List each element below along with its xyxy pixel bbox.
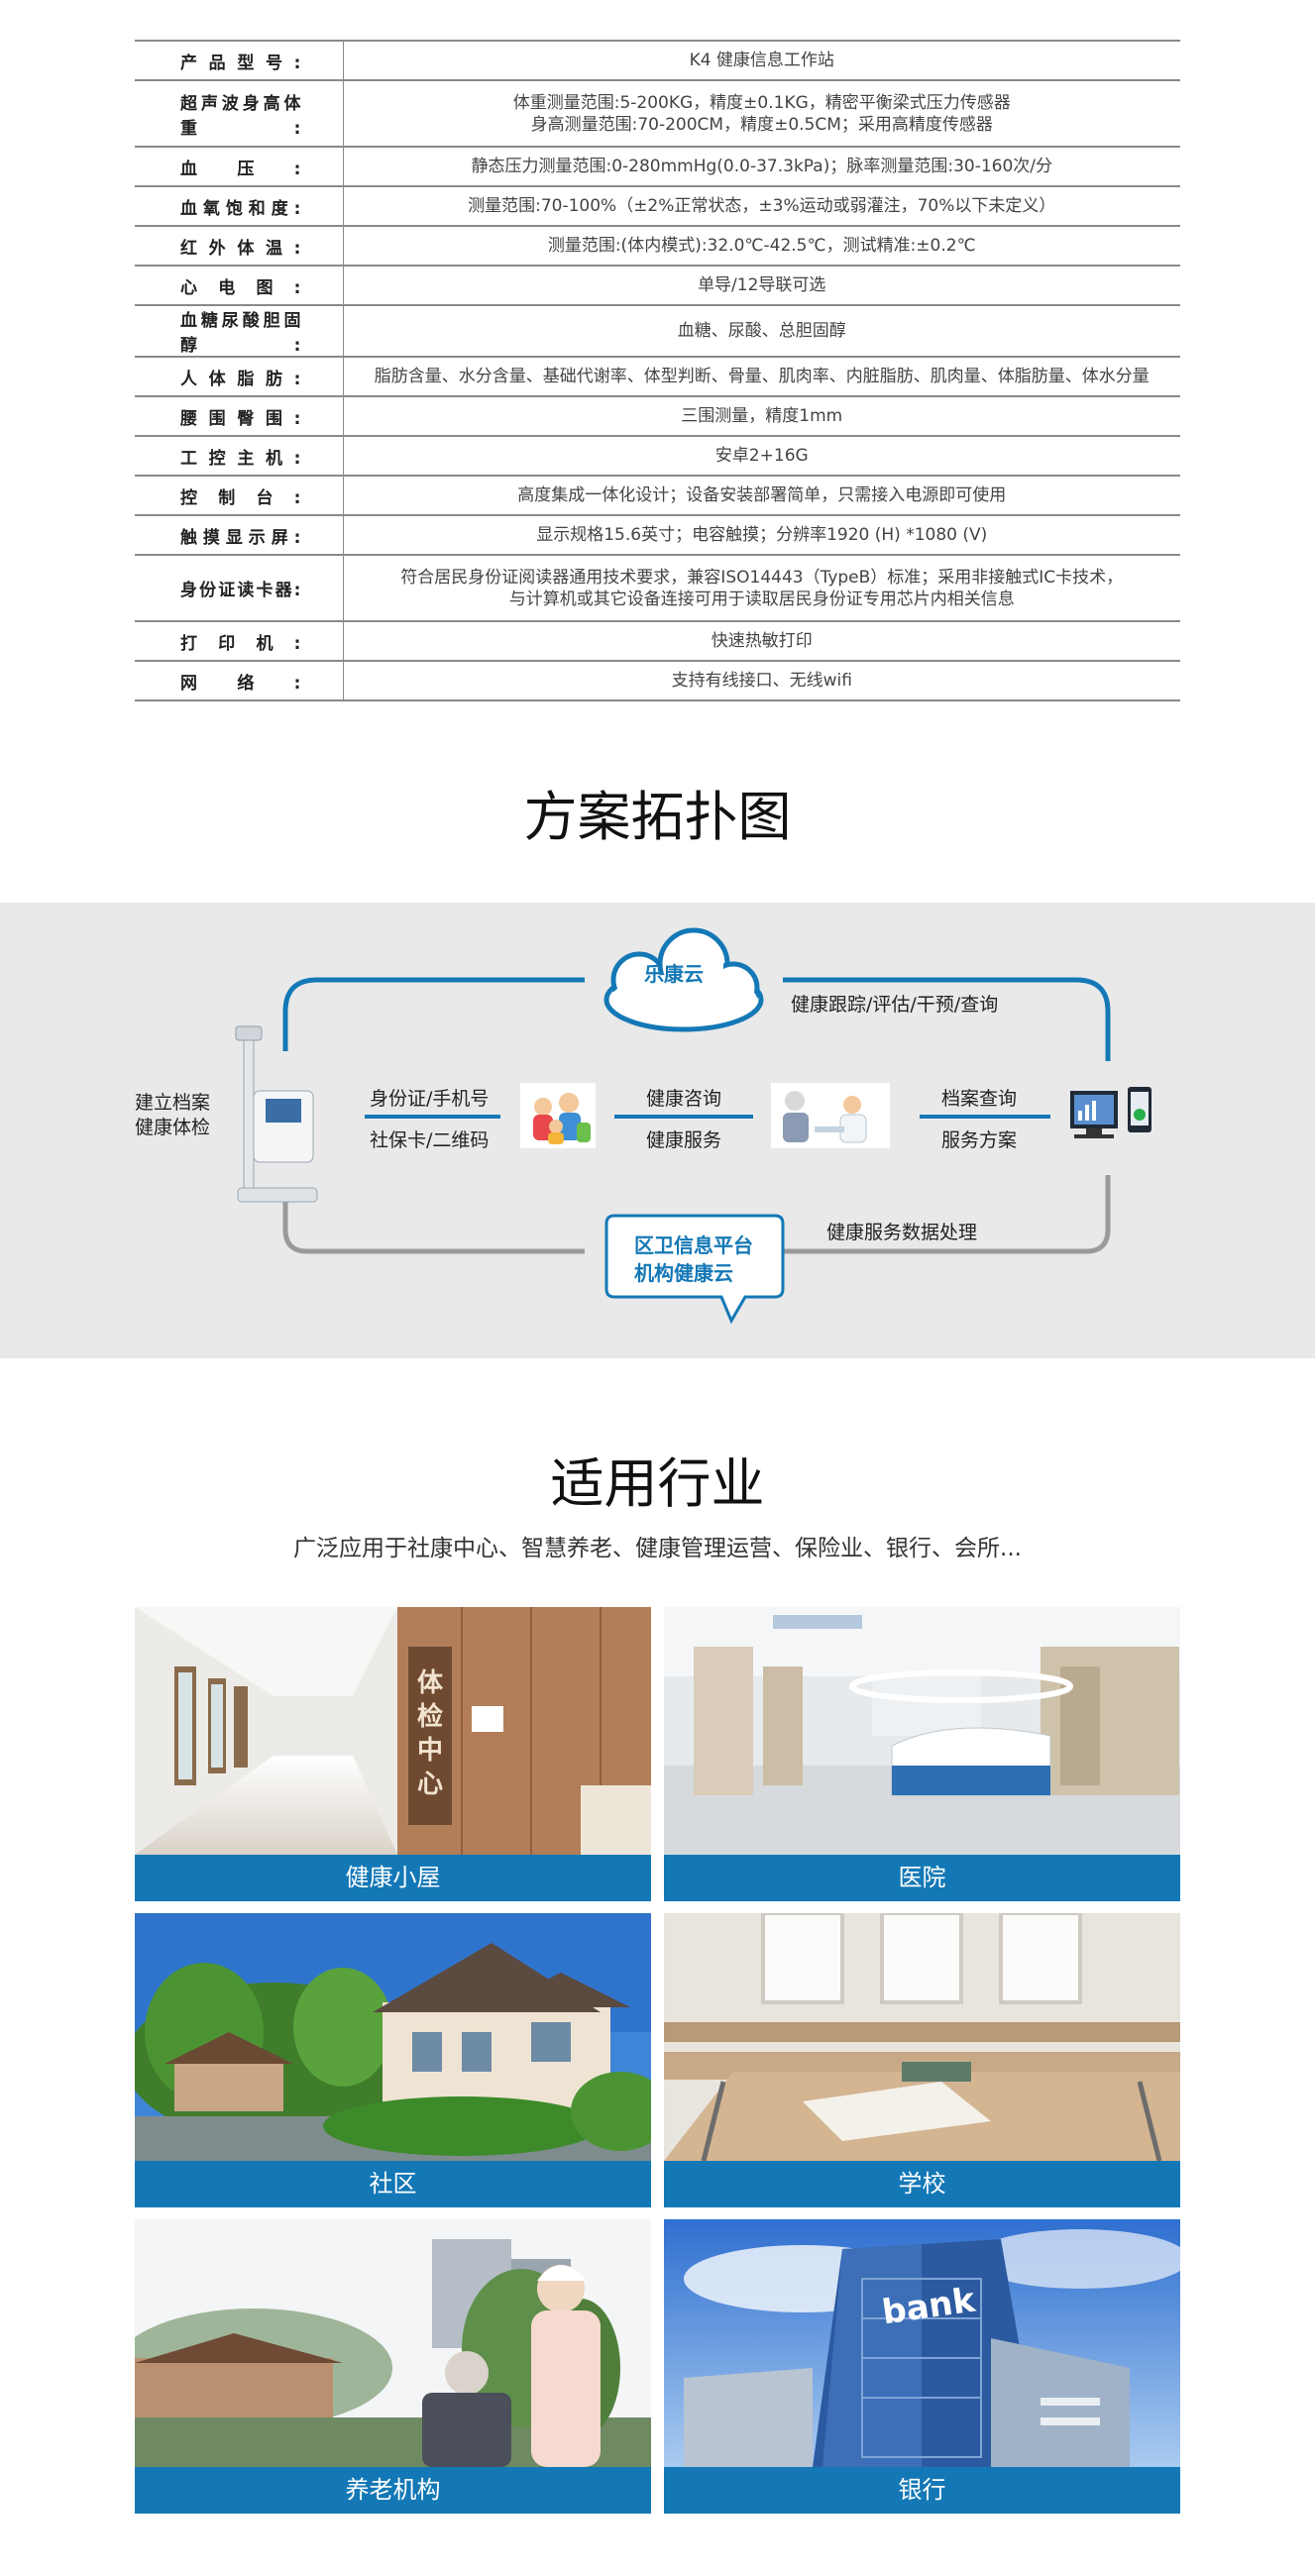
computer-phone-icon xyxy=(1070,1087,1151,1138)
school-image xyxy=(664,1913,1180,2161)
spec-row: 触摸显示屏: 显示规格15.6英寸；电容触摸；分辨率1920 (H) *1080… xyxy=(135,515,1180,556)
industry-card-label: 银行 xyxy=(664,2467,1180,2514)
spec-value: 血糖、尿酸、总胆固醇 xyxy=(343,305,1180,358)
industry-card: 医院 xyxy=(664,1607,1180,1901)
id-phone-label: 身份证/手机号 xyxy=(370,1088,490,1110)
health-consult-label: 健康咨询 xyxy=(646,1088,722,1110)
spec-row: 血压: 静态压力测量范围:0-280mmHg(0.0-37.3kPa)；脉率测量… xyxy=(135,147,1180,187)
spec-value: 体重测量范围:5-200KG，精度±0.1KG，精密平衡梁式压力传感器 身高测量… xyxy=(343,80,1180,148)
hospital-image xyxy=(664,1607,1180,1855)
spec-value-line: 身高测量范围:70-200CM，精度±0.5CM；采用高精度传感器 xyxy=(530,114,993,135)
health-hut-image xyxy=(135,1607,651,1855)
spec-row: 人体脂肪: 脂肪含量、水分含量、基础代谢率、体型判断、骨量、肌肉率、内脏脂肪、肌… xyxy=(135,357,1180,397)
spec-value-line: 与计算机或其它设备连接可用于读取居民身份证专用芯片内相关信息 xyxy=(508,589,1015,609)
spec-row: 红外体温: 测量范围:(体内模式):32.0℃-42.5℃，测试精准:±0.2℃ xyxy=(135,226,1180,267)
spec-value: 显示规格15.6英寸；电容触摸；分辨率1920 (H) *1080 (V) xyxy=(343,515,1180,556)
spec-key: 人体脂肪: xyxy=(135,357,344,397)
spec-value: 三围测量，精度1mm xyxy=(343,396,1180,437)
topology-diagram: 乐康云 健康跟踪/评估/干预/查询 建立档案 健康体检 身份证/手机号 社保卡/… xyxy=(0,903,1315,1358)
spec-key: 超声波身高体重: xyxy=(135,80,344,148)
industry-card-label: 学校 xyxy=(664,2161,1180,2207)
industry-card: bank 银行 xyxy=(664,2219,1180,2514)
community-image xyxy=(135,1913,651,2161)
industry-card-label: 医院 xyxy=(664,1855,1180,1901)
industry-card-label: 养老机构 xyxy=(135,2467,651,2514)
social-card-label: 社保卡/二维码 xyxy=(370,1129,490,1151)
spec-value: 脂肪含量、水分含量、基础代谢率、体型判断、骨量、肌肉率、内脏脂肪、肌肉量、体脂肪… xyxy=(343,357,1180,397)
spec-value: 静态压力测量范围:0-280mmHg(0.0-37.3kPa)；脉率测量范围:3… xyxy=(343,147,1180,187)
industry-card: 养老机构 xyxy=(135,2219,651,2514)
spec-key: 触摸显示屏: xyxy=(135,515,344,556)
topology-graphics xyxy=(235,927,1151,1325)
spec-value: 测量范围:70-100%（±2%正常状态，±3%运动或弱灌注，70%以下未定义） xyxy=(343,186,1180,227)
spec-value: 快速热敏打印 xyxy=(343,621,1180,662)
doctor-consult-image xyxy=(771,1083,890,1148)
spec-value-line: 体重测量范围:5-200KG，精度±0.1KG，精密平衡梁式压力传感器 xyxy=(512,92,1011,113)
spec-key: 血氧饱和度: xyxy=(135,186,344,227)
bubble-line-2: 机构健康云 xyxy=(634,1261,733,1285)
spec-key: 红外体温: xyxy=(135,226,344,267)
spec-value: 单导/12导联可选 xyxy=(343,266,1180,306)
bubble-line-1: 区卫信息平台 xyxy=(634,1234,753,1257)
industry-card-label: 健康小屋 xyxy=(135,1855,651,1901)
spec-table: 产品型号: K4 健康信息工作站 超声波身高体重: 体重测量范围:5-200KG… xyxy=(135,40,1180,701)
family-image xyxy=(520,1083,596,1148)
spec-value: 测量范围:(体内模式):32.0℃-42.5℃，测试精准:±0.2℃ xyxy=(343,226,1180,267)
industry-card-label: 社区 xyxy=(135,2161,651,2207)
industry-title: 适用行业 xyxy=(550,1452,765,1515)
kiosk-device-icon xyxy=(235,1025,318,1203)
health-track-label: 健康跟踪/评估/干预/查询 xyxy=(791,994,999,1016)
health-center-sign: 体检中心 xyxy=(416,1668,443,1799)
spec-value-line: 符合居民身份证阅读器通用技术要求，兼容ISO14443（TypeB）标准；采用非… xyxy=(400,567,1124,588)
spec-value: 高度集成一体化设计；设备安装部署简单，只需接入电源即可使用 xyxy=(343,476,1180,516)
cloud-label: 乐康云 xyxy=(644,962,704,986)
spec-value: 安卓2+16G xyxy=(343,436,1180,477)
spec-row: 控制台: 高度集成一体化设计；设备安装部署简单，只需接入电源即可使用 xyxy=(135,476,1180,516)
industry-card: 社区 xyxy=(135,1913,651,2207)
spec-key: 身份证读卡器: xyxy=(135,555,344,622)
spec-value: K4 健康信息工作站 xyxy=(343,40,1180,81)
cloud-icon xyxy=(603,927,764,1032)
spec-key: 腰围臀围: xyxy=(135,396,344,437)
spec-key: 控制台: xyxy=(135,476,344,516)
topology-title: 方案拓扑图 xyxy=(523,786,792,848)
industry-card: 体检中心 健康小屋 xyxy=(135,1607,651,1901)
spec-key: 工控主机: xyxy=(135,436,344,477)
spec-row: 网络: 支持有线接口、无线wifi xyxy=(135,661,1180,701)
health-service-label: 健康服务 xyxy=(646,1129,722,1151)
bottom-right-connector xyxy=(783,1175,1111,1254)
industry-card: 学校 xyxy=(664,1913,1180,2207)
speech-bubble-icon xyxy=(604,1214,785,1325)
build-archive-label: 建立档案 xyxy=(135,1092,211,1114)
industry-subtitle: 广泛应用于社康中心、智慧养老、健康管理运营、保险业、银行、会所... xyxy=(293,1536,1022,1561)
spec-row: 工控主机: 安卓2+16G xyxy=(135,436,1180,477)
spec-row: 身份证读卡器: 符合居民身份证阅读器通用技术要求，兼容ISO14443（Type… xyxy=(135,555,1180,622)
data-process-label: 健康服务数据处理 xyxy=(826,1222,978,1243)
spec-key: 打印机: xyxy=(135,621,344,662)
spec-row: 腰围臀围: 三围测量，精度1mm xyxy=(135,396,1180,437)
spec-value: 符合居民身份证阅读器通用技术要求，兼容ISO14443（TypeB）标准；采用非… xyxy=(343,555,1180,622)
top-right-connector xyxy=(783,977,1111,1061)
spec-value: 支持有线接口、无线wifi xyxy=(343,661,1180,701)
archive-query-label: 档案查询 xyxy=(941,1088,1018,1110)
spec-row: 血氧饱和度: 测量范围:70-100%（±2%正常状态，±3%运动或弱灌注，70… xyxy=(135,186,1180,227)
spec-key: 心电图: xyxy=(135,266,344,306)
elderly-care-image xyxy=(135,2219,651,2467)
health-check-label: 健康体检 xyxy=(135,1117,211,1138)
spec-row: 超声波身高体重: 体重测量范围:5-200KG，精度±0.1KG，精密平衡梁式压… xyxy=(135,80,1180,148)
service-plan-label: 服务方案 xyxy=(941,1129,1018,1151)
bank-image xyxy=(664,2219,1180,2467)
spec-row: 血糖尿酸胆固醇: 血糖、尿酸、总胆固醇 xyxy=(135,305,1180,358)
top-left-connector xyxy=(282,977,585,1051)
spec-row: 产品型号: K4 健康信息工作站 xyxy=(135,40,1180,81)
spec-row: 心电图: 单导/12导联可选 xyxy=(135,266,1180,306)
bottom-left-connector xyxy=(282,1200,585,1254)
spec-row: 打印机: 快速热敏打印 xyxy=(135,621,1180,662)
spec-key: 网络: xyxy=(135,661,344,701)
spec-key: 血压: xyxy=(135,147,344,187)
spec-key: 血糖尿酸胆固醇: xyxy=(135,305,344,358)
spec-key: 产品型号: xyxy=(135,40,344,81)
